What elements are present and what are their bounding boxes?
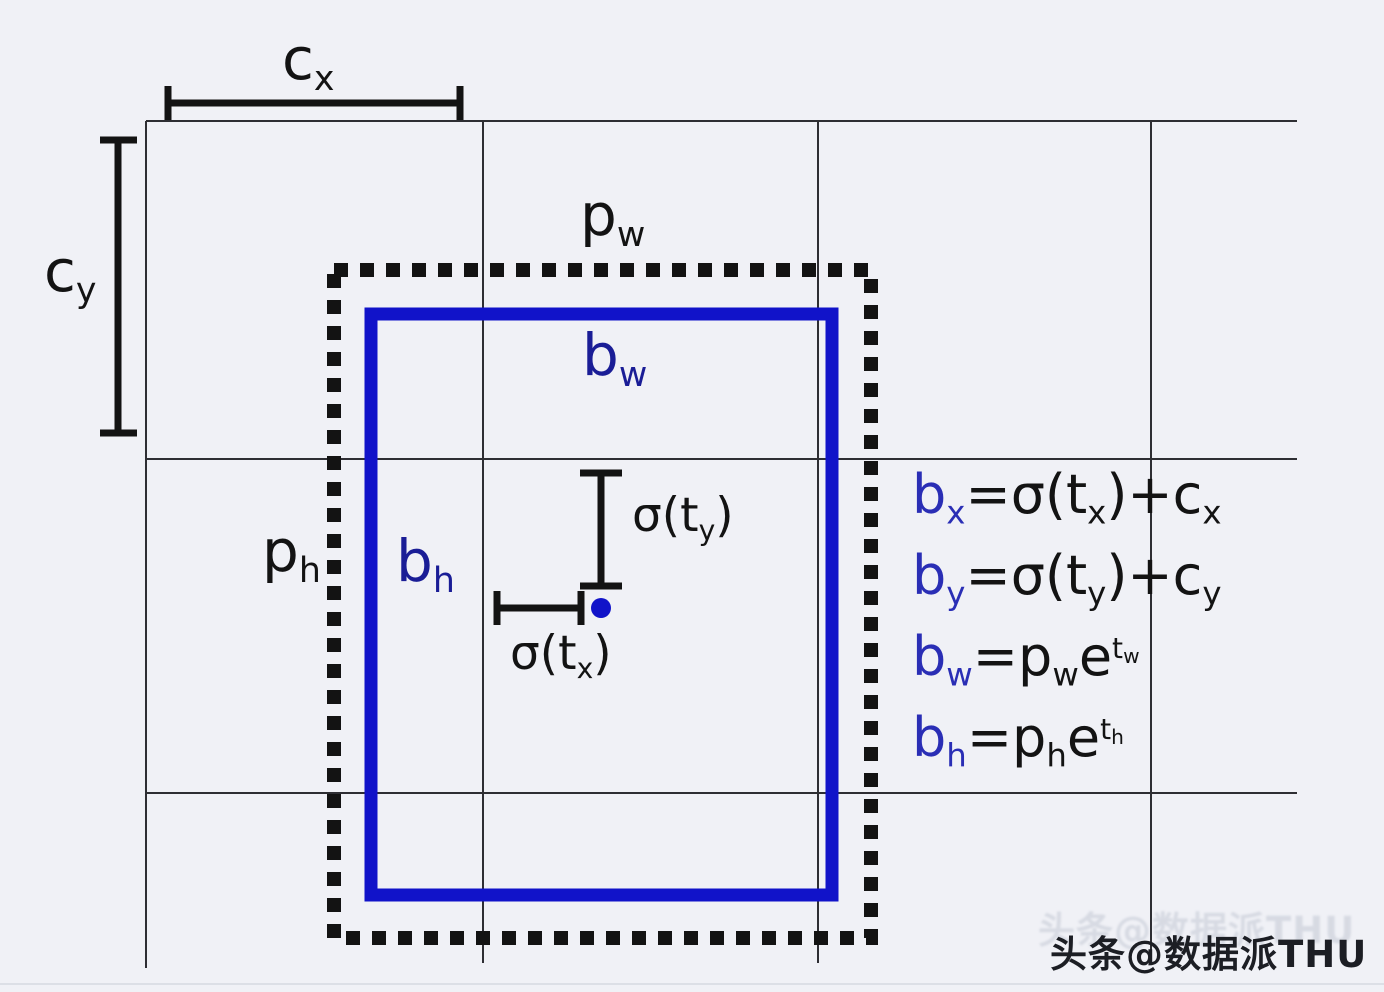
box-center-dot	[591, 598, 611, 618]
equation-bh: bh=pheth	[912, 706, 1124, 775]
bw-label: bw	[582, 321, 648, 396]
bh-label: bh	[396, 527, 455, 602]
prior-box-dashed	[327, 263, 878, 945]
cx-label: cx	[282, 25, 335, 100]
box-prediction-equations: bx=σ(tx)+cx by=σ(ty)+cy bw=pwetw bh=phet…	[912, 468, 1222, 792]
equation-by: by=σ(ty)+cy	[912, 544, 1222, 613]
pw-label: pw	[580, 181, 646, 256]
sigma-tx-label: σ(tx)	[510, 626, 612, 686]
watermark-text: 头条@数据派THU	[1050, 933, 1368, 976]
equation-bw: bw=pwetw	[912, 625, 1140, 694]
cy-label: cy	[44, 237, 97, 312]
watermark-ghost: 头条@数据派THU	[1038, 909, 1356, 952]
predicted-box-blue	[364, 307, 839, 902]
ph-label: ph	[262, 517, 321, 592]
sigma-ty-label: σ(ty)	[632, 488, 734, 548]
equation-bx: bx=σ(tx)+cx	[912, 463, 1222, 532]
